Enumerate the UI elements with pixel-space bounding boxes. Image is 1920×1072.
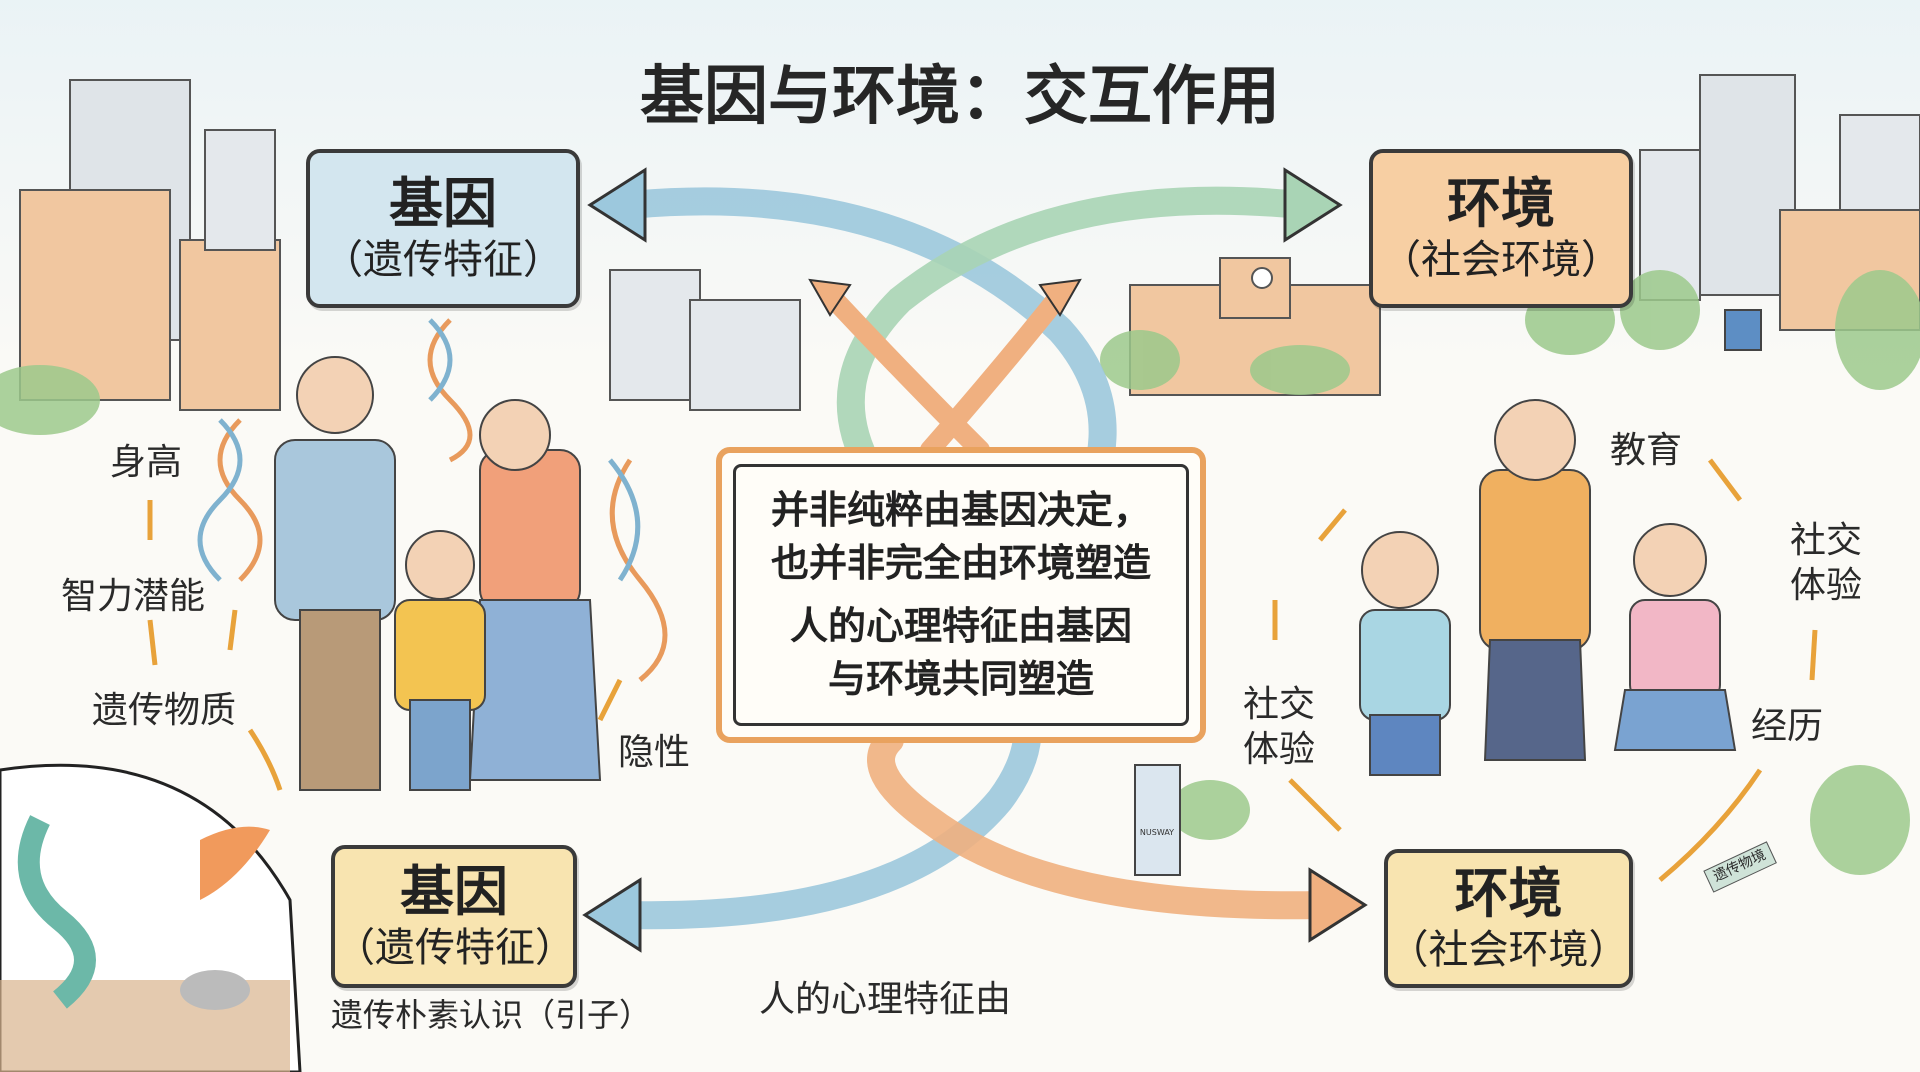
label-line: 体验 bbox=[1243, 729, 1316, 770]
conclusion-line: 并非纯粹由基因决定， bbox=[770, 487, 1151, 532]
page-title: 基因与环境：交互作用 bbox=[640, 60, 1280, 134]
flow-arrows bbox=[147, 458, 1818, 882]
label-experience: 经历 bbox=[1751, 706, 1824, 747]
subway-sign: NUSWAY bbox=[1134, 309, 1762, 876]
central-conclusion-box: 并非纯粹由基因决定， 也并非完全由环境塑造 人的心理特征由基因 与环境共同塑造 bbox=[716, 447, 1206, 743]
gene-title: 基因 bbox=[400, 860, 508, 924]
school-scene bbox=[1359, 399, 1737, 776]
city-buildings-left bbox=[19, 79, 801, 411]
gene-title: 基因 bbox=[389, 172, 497, 236]
label-social-experience-right: 社交 体验 bbox=[1790, 518, 1862, 608]
label-recessive: 隐性 bbox=[618, 732, 691, 773]
dragon-icon bbox=[17, 815, 96, 1009]
label-line: 社交 bbox=[1790, 520, 1863, 561]
environment-box-bottom: 环境 （社会环境） bbox=[1384, 849, 1633, 988]
svg-text:NUSWAY: NUSWAY bbox=[1140, 828, 1174, 837]
label-line: 社交 bbox=[1243, 684, 1316, 725]
environment-box-top: 环境 （社会环境） bbox=[1369, 149, 1633, 308]
label-social-experience-left: 社交 体验 bbox=[1243, 682, 1315, 772]
conclusion-line: 与环境共同塑造 bbox=[827, 657, 1094, 702]
gene-subtitle: （遗传特征） bbox=[323, 236, 563, 283]
environment-subtitle: （社会环境） bbox=[1381, 236, 1621, 283]
label-intelligence: 智力潜能 bbox=[61, 576, 206, 617]
label-height: 身高 bbox=[110, 442, 183, 483]
dna-icons bbox=[197, 318, 668, 682]
bottom-caption: 人的心理特征由 bbox=[759, 979, 1012, 1020]
conclusion-line: 人的心理特征由基因 bbox=[789, 604, 1132, 648]
label-line: 体验 bbox=[1790, 565, 1863, 606]
gene-box-top: 基因 （遗传特征） bbox=[306, 149, 580, 308]
label-education: 教育 bbox=[1610, 430, 1683, 471]
conclusion-line: 也并非完全由环境塑造 bbox=[770, 540, 1151, 585]
environment-title: 环境 bbox=[1454, 862, 1563, 926]
environment-subtitle: （社会环境） bbox=[1388, 926, 1629, 973]
family-illustration bbox=[274, 356, 602, 791]
phoenix-icon bbox=[200, 826, 270, 900]
gene-box-bottom: 基因 （遗传特征） bbox=[331, 845, 577, 988]
environment-title: 环境 bbox=[1447, 172, 1555, 236]
label-genetic-material: 遗传物质 bbox=[92, 690, 237, 731]
mouse-icon bbox=[180, 970, 250, 1010]
label-naive-view: 遗传朴素认识（引子） bbox=[331, 996, 652, 1034]
gene-subtitle: （遗传特征） bbox=[335, 924, 575, 971]
